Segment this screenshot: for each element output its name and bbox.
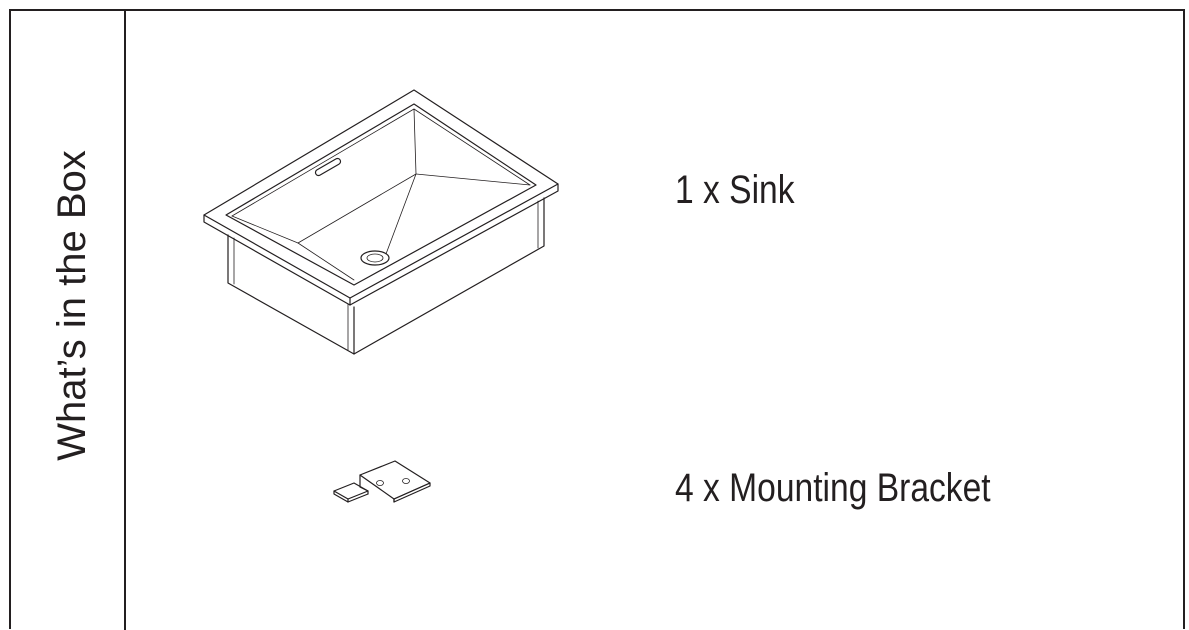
item-label-sink: 1 x Sink xyxy=(675,168,795,212)
section-title-container: What’s in the Box xyxy=(44,105,100,505)
item-label-mounting-bracket: 4 x Mounting Bracket xyxy=(675,466,991,510)
mounting-bracket-icon xyxy=(330,455,440,515)
column-divider xyxy=(124,10,126,630)
section-title: What’s in the Box xyxy=(49,149,94,461)
page-frame xyxy=(9,9,1185,629)
sink-icon xyxy=(200,88,570,368)
